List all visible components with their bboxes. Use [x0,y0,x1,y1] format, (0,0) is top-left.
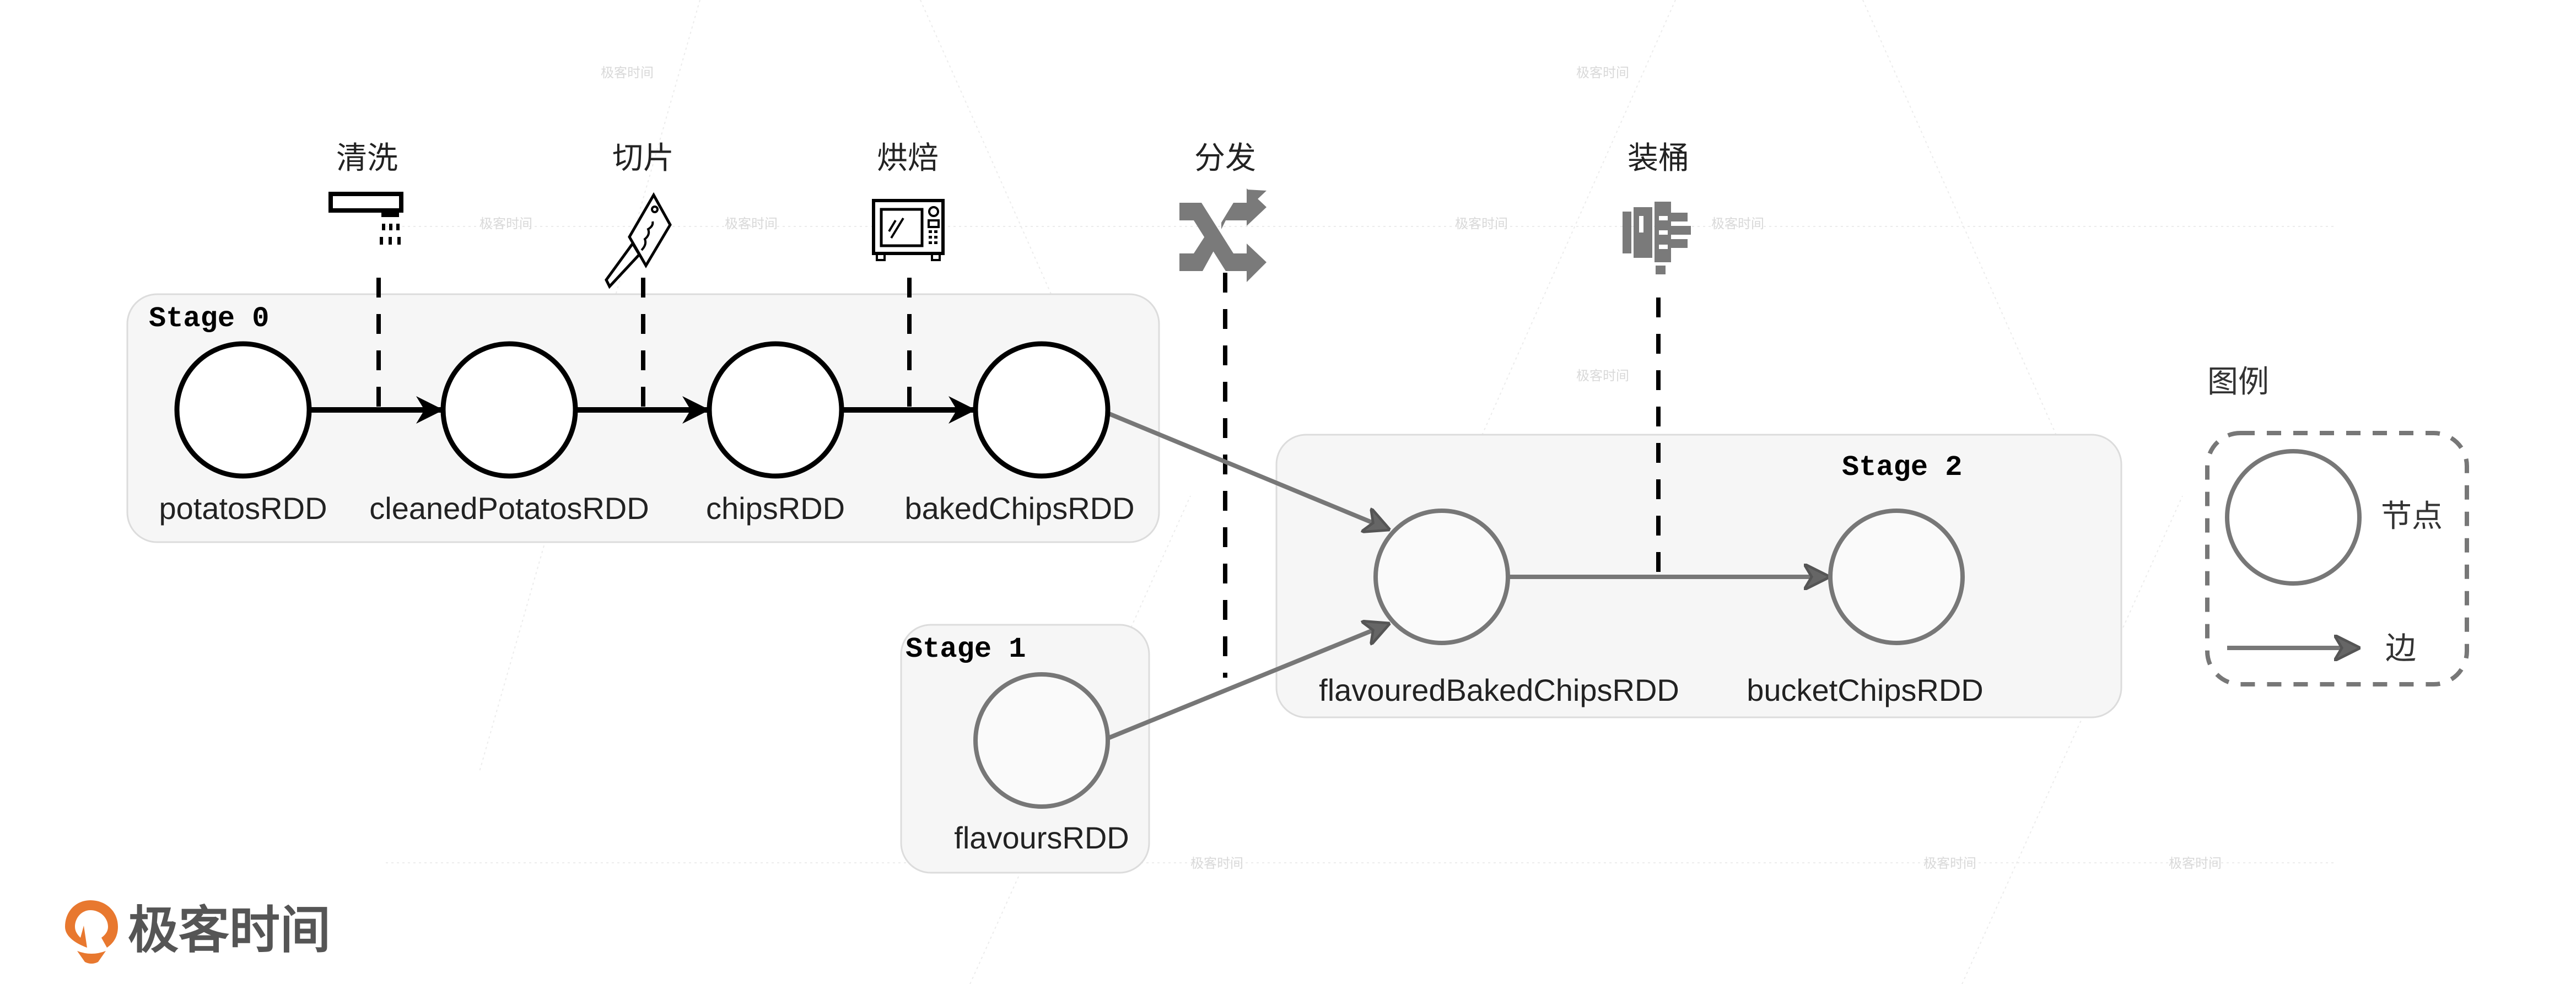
node-potatos[interactable]: potatosRDD [159,341,327,526]
shuffle-icon [1179,188,1267,282]
watermark-text: 极客时间 [1576,368,1629,383]
legend-node-label: 节点 [2381,499,2443,534]
geektime-logo-icon [65,900,118,964]
legend-edge-label: 边 [2385,631,2416,667]
edge-baked-flavoured [1107,411,1388,529]
watermark-text: 极客时间 [1923,856,1976,871]
op-label-wash: 清洗 [336,140,398,176]
node-label: flavoursRDD [954,820,1129,855]
stage-0-title: Stage 0 [149,302,269,335]
op-slice: 切片 [605,140,674,289]
op-label-bake: 烘焙 [877,140,939,176]
node-flavours[interactable]: flavoursRDD [954,672,1129,855]
watermark-text: 极客时间 [601,65,654,80]
op-bucket: 装桶 [1623,140,1691,274]
watermark-text: 极客时间 [1576,65,1629,80]
node-cleaned[interactable]: cleanedPotatosRDD [369,341,649,526]
bucket-icon [1623,202,1691,274]
op-wash: 清洗 [328,140,403,245]
op-label-bucket: 装桶 [1627,140,1689,176]
brand-name: 极客时间 [128,901,331,960]
node-label: flavouredBakedChipsRDD [1319,673,1679,707]
legend: 图例 节点 边 [2205,364,2469,686]
node-label: bakedChipsRDD [904,491,1134,526]
legend-title: 图例 [2207,364,2269,400]
watermark-text: 极客时间 [2169,856,2222,871]
edge-flavours-flavoured [1107,624,1388,740]
node-bucket[interactable]: bucketChipsRDD [1747,509,1984,707]
brand-logo: 极客时间 [65,900,331,964]
stage-2-title: Stage 2 [1842,451,1962,484]
op-label-shuffle: 分发 [1194,140,1256,176]
cleaver-icon [605,192,672,289]
node-label: chipsRDD [706,491,845,526]
node-label: bucketChipsRDD [1747,673,1984,707]
op-label-slice: 切片 [612,140,674,176]
node-baked[interactable]: bakedChipsRDD [904,341,1135,526]
oven-icon [872,199,945,261]
watermark-text: 极客时间 [725,216,778,231]
legend-node-sample [2225,449,2362,586]
watermark-text: 极客时间 [1455,216,1508,231]
node-chips[interactable]: chipsRDD [706,341,845,526]
watermark-text: 极客时间 [1711,216,1764,231]
op-dashed-lines [376,273,1661,678]
nodes: potatosRDD cleanedPotatosRDD chipsRDD ba… [159,341,1984,855]
op-bake: 烘焙 [872,140,945,261]
watermark-text: 极客时间 [1190,856,1243,871]
node-label: potatosRDD [159,491,327,526]
watermark-text: 极客时间 [479,216,532,231]
node-flavoured[interactable]: flavouredBakedChipsRDD [1319,509,1679,707]
stage-1-title: Stage 1 [906,633,1026,666]
faucet-icon [328,192,403,245]
edges [309,396,1828,740]
op-shuffle: 分发 [1179,140,1267,282]
node-label: cleanedPotatosRDD [369,491,649,526]
